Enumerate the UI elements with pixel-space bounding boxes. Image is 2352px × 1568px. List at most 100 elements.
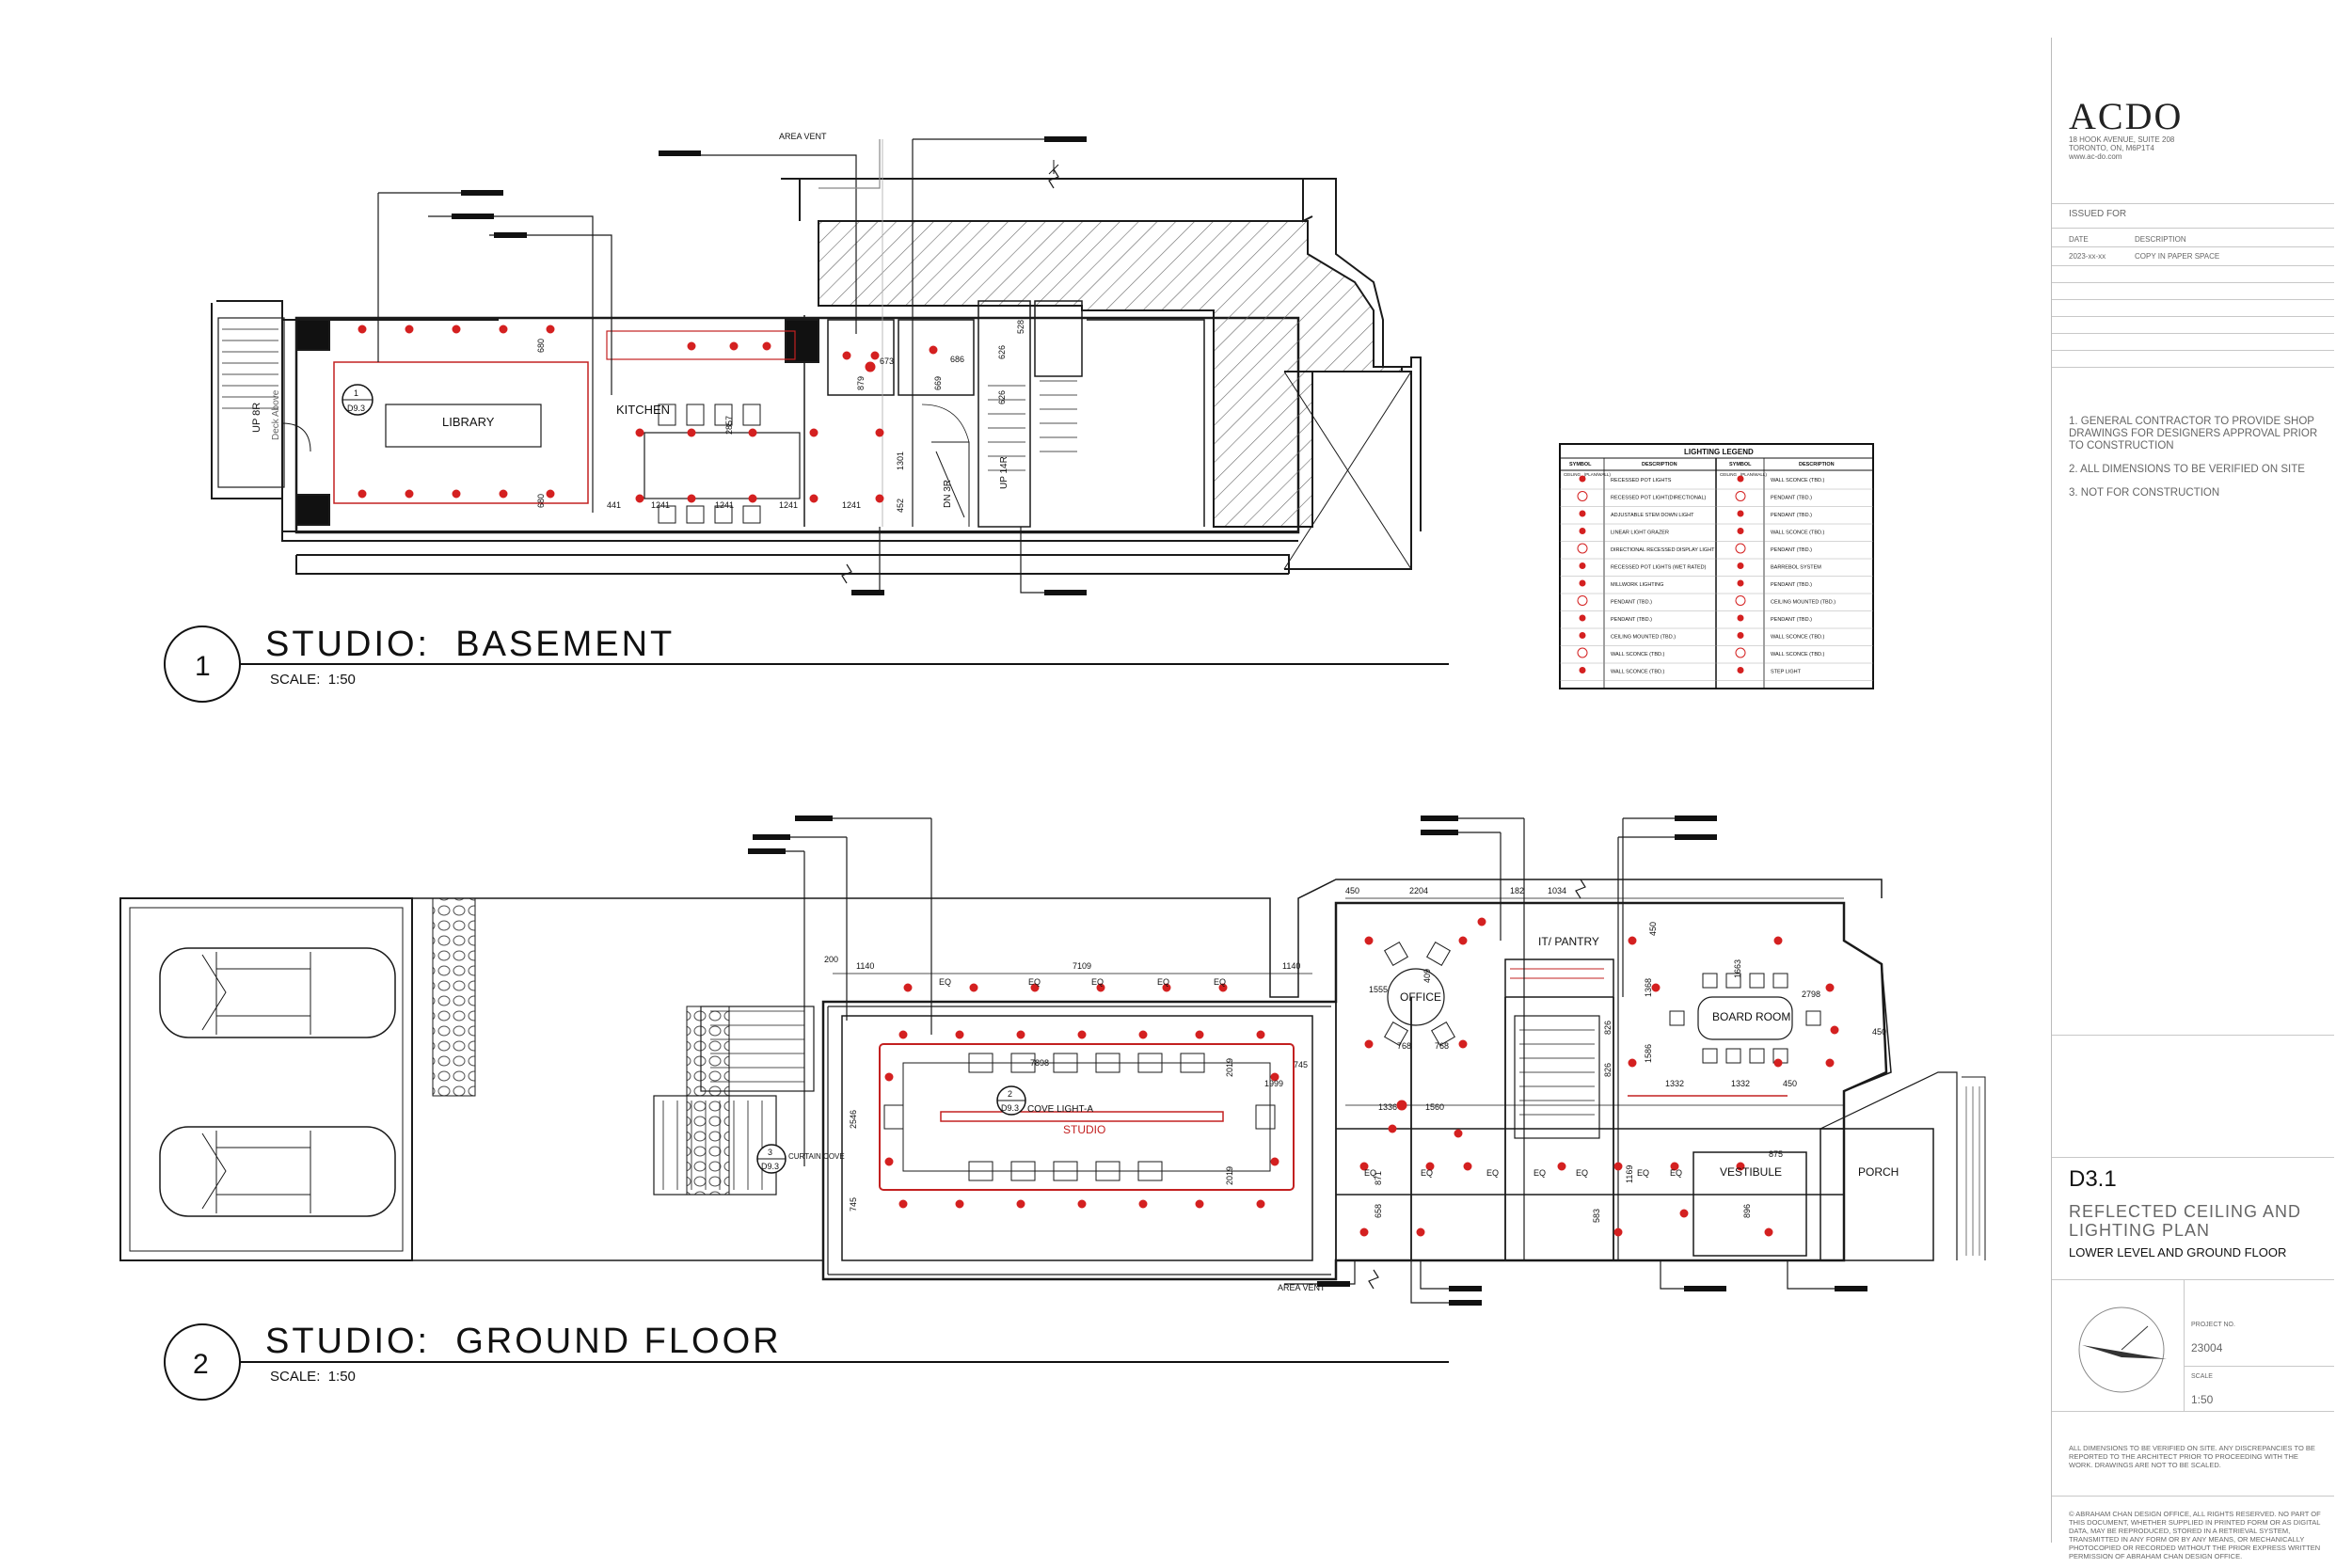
left-legend-description: PENDANT (TBD.)	[1611, 617, 1652, 623]
svg-text:2857: 2857	[724, 416, 734, 435]
svg-text:1241: 1241	[715, 500, 734, 510]
right-legend-symbol-icon	[1737, 667, 1744, 673]
right-legend-symbol-icon	[1737, 614, 1744, 622]
left-legend-symbol-icon	[1577, 595, 1588, 606]
svg-text:EQ: EQ	[1637, 1168, 1649, 1178]
left-legend-description: RECESSED POT LIGHTS	[1611, 478, 1672, 483]
svg-text:EQ: EQ	[1421, 1168, 1433, 1178]
left-legend-symbol-icon	[1579, 475, 1586, 483]
right-legend-symbol-icon	[1737, 579, 1744, 587]
svg-text:EQ: EQ	[1486, 1168, 1499, 1178]
building-outline	[821, 901, 1888, 1281]
svg-text:896: 896	[1742, 1204, 1752, 1218]
svg-text:2: 2	[1008, 1089, 1012, 1099]
right-legend-symbol-icon	[1735, 491, 1746, 501]
note-2: 2. ALL DIMENSIONS TO BE VERIFIED ON SITE	[2069, 464, 2305, 475]
curtain-cove-label: CURTAIN COVE	[788, 1152, 845, 1161]
sheet-subtitle: LOWER LEVEL AND GROUND FLOOR	[2069, 1245, 2287, 1259]
svg-text:745: 745	[1294, 1060, 1308, 1069]
stair-up-label: UP 8R	[251, 403, 262, 433]
svg-text:EQ: EQ	[1157, 977, 1169, 987]
ground-floor-plan	[119, 816, 1986, 1306]
area-vent-label-ground: AREA VENT	[1278, 1283, 1326, 1292]
up-14r-label: UP 14R	[999, 456, 1009, 489]
right-legend-description: PENDANT (TBD.)	[1771, 547, 1812, 553]
right-legend-description: WALL SCONCE (TBD.)	[1771, 652, 1825, 657]
svg-text:1332: 1332	[1665, 1079, 1684, 1088]
left-legend-symbol-icon	[1579, 562, 1586, 569]
copyright-text: © ABRAHAM CHAN DESIGN OFFICE, ALL RIGHTS…	[2069, 1510, 2321, 1560]
svg-text:1241: 1241	[779, 500, 798, 510]
svg-text:1: 1	[195, 651, 211, 682]
library-room	[333, 361, 589, 504]
disclaimer-text: ALL DIMENSIONS TO BE VERIFIED ON SITE. A…	[2069, 1444, 2315, 1469]
svg-text:450: 450	[1648, 922, 1658, 936]
right-legend-symbol-icon	[1737, 528, 1744, 534]
svg-text:STUDIO: GROUND FLOOR: STUDIO: GROUND FLOOR	[265, 1322, 782, 1361]
right-legend-symbol-icon	[1735, 647, 1746, 658]
basement-plan	[211, 136, 1422, 595]
svg-text:626: 626	[997, 390, 1007, 404]
right-legend-description: WALL SCONCE (TBD.)	[1771, 478, 1825, 483]
car-top	[159, 947, 396, 1038]
issued-description-value: COPY IN PAPER SPACE	[2135, 252, 2220, 261]
svg-text:826: 826	[1603, 1063, 1613, 1077]
svg-text:583: 583	[1592, 1209, 1601, 1223]
svg-text:1034: 1034	[1548, 886, 1566, 895]
sheet-title: REFLECTED CEILING AND LIGHTING PLAN	[2069, 1202, 2302, 1240]
drawing-title-basement: 1 STUDIO: BASEMENT SCALE: 1:50	[164, 625, 1449, 703]
svg-text:452: 452	[896, 499, 905, 513]
svg-text:CEILING (PLAN/WALL): CEILING (PLAN/WALL)	[1720, 472, 1767, 477]
svg-text:SYMBOL: SYMBOL	[1729, 462, 1752, 467]
board-room-label: BOARD ROOM	[1712, 1010, 1790, 1023]
north-arrow-icon	[2078, 1307, 2167, 1393]
svg-text:1332: 1332	[1731, 1079, 1750, 1088]
right-legend-symbol-icon	[1735, 595, 1746, 606]
svg-text:680: 680	[536, 494, 546, 508]
office-label: OFFICE	[1400, 990, 1441, 1004]
svg-text:D9.3: D9.3	[347, 404, 365, 413]
ground-floor-labels: STUDIO COVE LIGHT-A OFFICE IT/ PANTRY BO…	[788, 886, 1899, 1292]
svg-text:1140: 1140	[1282, 961, 1300, 971]
left-legend-symbol-icon	[1577, 491, 1588, 501]
issued-for-label: ISSUED FOR	[2069, 209, 2127, 219]
right-legend-description: STEP LIGHT	[1771, 670, 1802, 675]
svg-text:2546: 2546	[849, 1110, 858, 1129]
car-bottom	[159, 1126, 396, 1217]
hatched-fill-area	[818, 220, 1403, 528]
svg-text:2798: 2798	[1802, 990, 1820, 999]
left-legend-description: DIRECTIONAL RECESSED DISPLAY LIGHT	[1611, 547, 1715, 553]
basement-light-fixtures	[358, 325, 938, 503]
left-legend-symbol-icon	[1579, 510, 1586, 517]
svg-text:686: 686	[950, 355, 964, 364]
svg-text:1169: 1169	[1625, 1165, 1634, 1183]
left-legend-symbol-icon	[1577, 647, 1588, 658]
left-legend-description: WALL SCONCE (TBD.)	[1611, 652, 1665, 657]
svg-text:669: 669	[933, 376, 943, 390]
svg-text:1241: 1241	[651, 500, 670, 510]
svg-text:1: 1	[354, 388, 358, 398]
left-legend-description: CEILING MOUNTED (TBD.)	[1611, 635, 1676, 641]
project-number-label: PROJECT NO.	[2191, 1322, 2235, 1328]
svg-text:826: 826	[1603, 1021, 1613, 1035]
right-legend-description: PENDANT (TBD.)	[1771, 496, 1812, 501]
svg-text:DESCRIPTION: DESCRIPTION	[1799, 462, 1835, 467]
left-legend-symbol-icon	[1579, 667, 1586, 673]
svg-text:626: 626	[997, 345, 1007, 359]
title-block: ACDO 18 HOOK AVENUE, SUITE 208 TORONTO, …	[2051, 38, 2334, 1560]
svg-text:2204: 2204	[1409, 886, 1428, 895]
right-legend-description: WALL SCONCE (TBD.)	[1771, 531, 1825, 536]
svg-text:450: 450	[1783, 1079, 1797, 1088]
left-legend-symbol-icon	[1577, 543, 1588, 554]
left-legend-description: RECESSED POT LIGHTS (WET RATED)	[1611, 565, 1707, 571]
right-legend-description: PENDANT (TBD.)	[1771, 582, 1812, 588]
board-table	[1697, 996, 1793, 1040]
svg-text:EQ: EQ	[1028, 977, 1041, 987]
lighting-legend: LIGHTING LEGEND SYMBOL DESCRIPTION SYMBO…	[1559, 443, 1874, 689]
svg-text:CEILING (PLAN/WALL): CEILING (PLAN/WALL)	[1564, 472, 1611, 477]
svg-text:745: 745	[849, 1197, 858, 1212]
svg-text:1555: 1555	[1369, 985, 1388, 994]
cove-light-label: COVE LIGHT-A	[1027, 1104, 1093, 1115]
svg-text:768: 768	[1435, 1041, 1449, 1051]
